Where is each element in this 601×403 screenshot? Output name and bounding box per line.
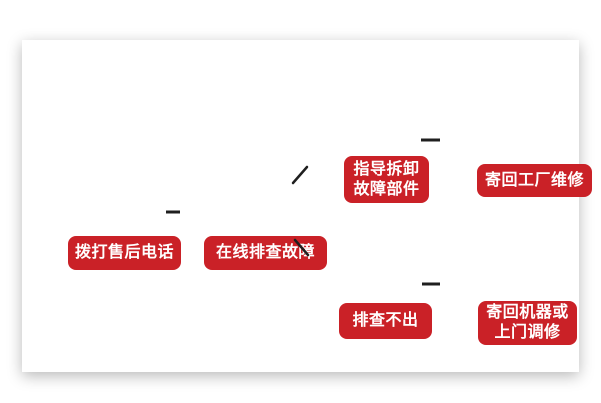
node-call-hotline: 拨打售后电话	[68, 236, 181, 270]
node-guided-disassembly-label-line2: 故障部件	[353, 180, 420, 198]
node-guided-disassembly: 指导拆卸 故障部件	[344, 156, 429, 203]
node-return-or-onsite-label-line2: 上门调修	[494, 324, 561, 341]
node-unresolved: 排查不出	[339, 303, 432, 339]
node-guided-disassembly-label-line1: 指导拆卸	[353, 160, 420, 178]
node-call-hotline-label: 拨打售后电话	[74, 244, 174, 261]
flowchart-canvas: 拨打售后电话 在线排查故障 指导拆卸 故障部件 寄回工厂维修 排查不出 寄回机器…	[22, 40, 592, 372]
node-return-to-factory-label: 寄回工厂维修	[484, 171, 584, 189]
node-return-or-onsite-label-line1: 寄回机器或	[486, 304, 569, 321]
node-online-troubleshoot-label: 在线排查故障	[215, 244, 315, 261]
node-online-troubleshoot: 在线排查故障	[204, 236, 327, 270]
node-return-or-onsite: 寄回机器或 上门调修	[478, 301, 577, 345]
node-return-to-factory: 寄回工厂维修	[477, 164, 592, 197]
node-unresolved-label: 排查不出	[352, 312, 419, 329]
